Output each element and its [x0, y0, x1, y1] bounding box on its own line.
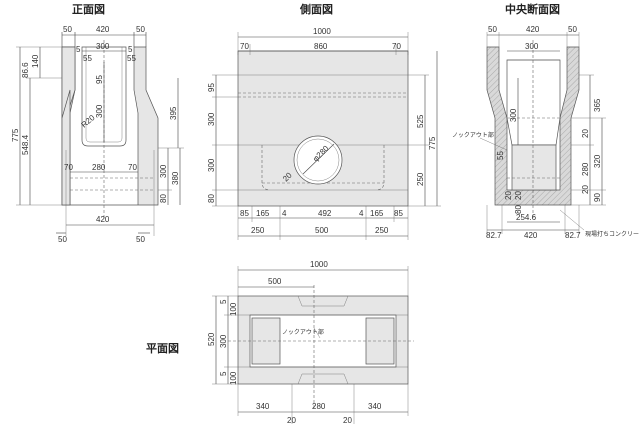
side-dim-1000: 1000	[313, 27, 331, 36]
front-dim-380: 380	[171, 171, 180, 185]
front-dim-inner-300: 300	[95, 104, 104, 118]
plan-knockout-note: ノックアウト部	[282, 328, 324, 336]
front-dim-top-left: 50	[63, 25, 72, 34]
side-dim-300-lower: 300	[207, 158, 216, 172]
plan-dim-5-top: 5	[219, 299, 228, 304]
section-dim-82-right: 82.7	[565, 231, 581, 240]
front-dim-86: 86.6	[21, 62, 30, 78]
front-dim-140: 140	[31, 54, 40, 68]
section-dim-320: 320	[593, 154, 602, 168]
front-dim-corner-left: 55	[83, 54, 92, 63]
side-dim-300-upper: 300	[207, 112, 216, 126]
side-dim-492: 492	[318, 209, 332, 218]
front-dim-548: 548.4	[21, 134, 30, 155]
section-dim-inner-vert: 300	[509, 108, 518, 122]
side-dim-165-left: 165	[256, 209, 270, 218]
side-dim-85-left: 85	[240, 209, 249, 218]
section-dim-inner-80: 80	[514, 205, 523, 214]
side-dim-525: 525	[416, 114, 425, 128]
section-dim-20-lower: 20	[581, 185, 590, 194]
plan-view: ノックアウト部 1000 500 520 5 100 300 5 100 340…	[207, 260, 414, 425]
plan-dim-1000: 1000	[310, 260, 328, 269]
front-dim-top-right: 50	[136, 25, 145, 34]
side-dim-95: 95	[207, 83, 216, 92]
plan-dim-340-left: 340	[256, 402, 270, 411]
section-dim-inner-20-a: 20	[504, 191, 513, 200]
side-dim-250: 250	[416, 172, 425, 186]
side-dim-85-right: 85	[394, 209, 403, 218]
plan-dim-5-bottom: 5	[219, 371, 228, 376]
side-dim-165-right: 165	[370, 209, 384, 218]
front-view: 50 420 50 300 5 5 55 55 95 300 R20 280 7…	[11, 25, 184, 244]
plan-dim-280: 280	[312, 402, 326, 411]
plan-dim-500: 500	[268, 277, 282, 286]
side-dim-860: 860	[314, 42, 328, 51]
section-dim-254: 254.6	[516, 213, 537, 222]
side-view-title: 側面図	[299, 2, 333, 16]
section-dim-90: 90	[593, 193, 602, 202]
front-left-wing	[61, 46, 76, 119]
side-view: φ280 20 1000 70 860 70 95 300 300 80 525…	[207, 27, 441, 240]
side-dim-775: 775	[428, 136, 437, 150]
section-dim-280: 280	[581, 162, 590, 176]
front-dim-wall-left: 5	[76, 45, 81, 54]
front-dim-bottom-70-right: 70	[128, 163, 137, 172]
side-dim-500: 500	[315, 226, 329, 235]
section-dim-55: 55	[496, 151, 505, 160]
plan-dim-300: 300	[219, 334, 228, 348]
section-dim-inner-300: 300	[525, 42, 539, 51]
section-knockout-note: ノックアウト部	[452, 131, 494, 139]
section-dim-inner-20-b: 20	[514, 191, 523, 200]
section-site-concrete-note: 現場打ちコンクリート	[585, 230, 640, 238]
front-dim-bottom-50-left: 50	[58, 235, 67, 244]
front-dim-bottom-50-right: 50	[136, 235, 145, 244]
section-dim-bottom-420: 420	[524, 231, 538, 240]
section-inner-block	[511, 144, 557, 191]
side-dim-4-left: 4	[282, 209, 287, 218]
front-dim-corner-right: 55	[127, 54, 136, 63]
side-dim-70-right: 70	[392, 42, 401, 51]
front-dim-bottom-70-left: 70	[64, 163, 73, 172]
front-dim-inner-95: 95	[95, 75, 104, 84]
plan-dim-100-bottom: 100	[229, 371, 238, 385]
front-view-outer	[61, 46, 159, 206]
front-dim-bottom-280: 280	[92, 163, 106, 172]
side-dim-250-right: 250	[375, 226, 389, 235]
section-dim-top-50-left: 50	[488, 25, 497, 34]
front-dim-inner-top: 300	[96, 42, 110, 51]
front-dim-395: 395	[169, 106, 178, 120]
section-dim-top-420: 420	[526, 25, 540, 34]
section-dim-365: 365	[593, 98, 602, 112]
side-dim-250-left: 250	[251, 226, 265, 235]
front-dim-wall-right: 5	[128, 45, 133, 54]
front-view-title: 正面図	[72, 2, 105, 16]
section-dim-82-left: 82.7	[486, 231, 502, 240]
plan-dim-100-top: 100	[229, 302, 238, 316]
side-dim-80: 80	[207, 194, 216, 203]
plan-dim-20-left: 20	[287, 416, 296, 425]
front-dim-top-mid: 420	[96, 25, 110, 34]
section-view-title: 中央断面図	[505, 2, 560, 16]
front-dim-775: 775	[11, 128, 20, 142]
plan-dim-520: 520	[207, 332, 216, 346]
front-dim-bottom-420: 420	[96, 215, 110, 224]
section-view: 50 420 50 300 300 ノックアウト部 55 20 20 80 36…	[452, 25, 640, 240]
section-dim-20-upper: 20	[581, 129, 590, 138]
plan-dim-20-right: 20	[343, 416, 352, 425]
front-dim-300: 300	[159, 164, 168, 178]
side-dim-4-right: 4	[359, 209, 364, 218]
section-dim-top-50-right: 50	[568, 25, 577, 34]
side-dim-70-left: 70	[240, 42, 249, 51]
plan-view-title: 平面図	[146, 341, 179, 355]
plan-dim-340-right: 340	[368, 402, 382, 411]
front-dim-80: 80	[159, 194, 168, 203]
